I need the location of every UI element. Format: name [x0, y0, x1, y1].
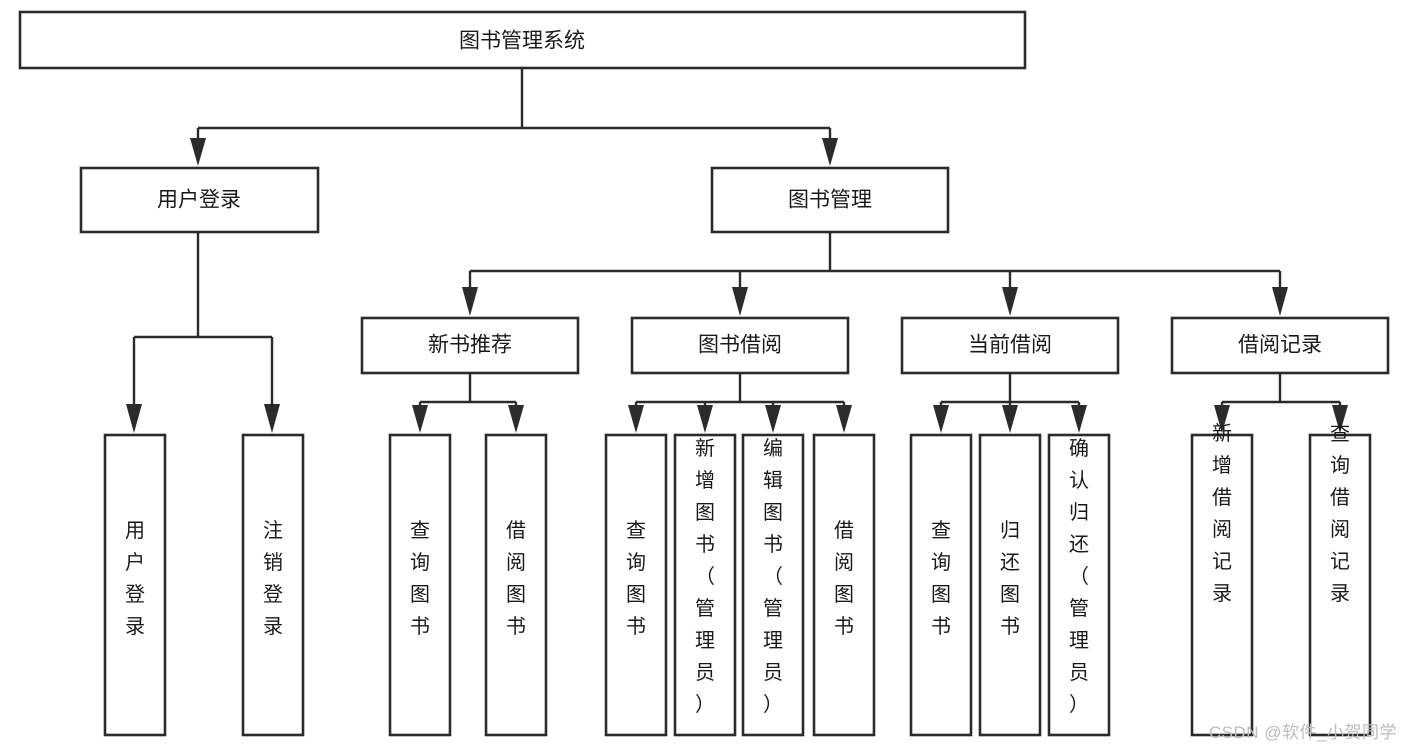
- arrowhead-book-mgmt: [822, 138, 838, 166]
- node-user-login-box[interactable]: [79, 166, 320, 234]
- leaf-node-bb-query-book-label: 查询图书: [626, 519, 646, 638]
- arrowhead-br-leaf-1: [1214, 405, 1230, 433]
- leaf-node-bb-edit-book-admin-box[interactable]: [741, 433, 805, 737]
- arrowhead-nb-leaf-2: [508, 405, 524, 433]
- leaf-node-bb-edit-book-admin[interactable]: 编辑图书（管理员）: [741, 433, 805, 737]
- arrowhead-book-borrow: [732, 287, 748, 316]
- leaf-node-bb-add-book-admin-label: 新增图书（管理员）: [695, 437, 715, 716]
- node-root-system-label: 图书管理系统: [459, 30, 585, 53]
- leaf-node-nb-borrow-book-label: 借阅图书: [506, 519, 526, 638]
- leaf-node-user-login-action-box[interactable]: [103, 433, 167, 737]
- leaf-node-cb-confirm-return-admin[interactable]: 确认归还（管理员）: [1047, 433, 1111, 737]
- leaf-node-bb-borrow-book-label: 借阅图书: [834, 519, 854, 638]
- arrowhead-leaf-logout: [264, 404, 280, 433]
- leaf-node-logout[interactable]: 注销登录: [241, 433, 305, 737]
- leaf-node-nb-borrow-book-box[interactable]: [484, 433, 548, 737]
- node-new-book-recommend[interactable]: 新书推荐: [360, 316, 580, 375]
- node-book-management-box[interactable]: [710, 166, 950, 234]
- node-new-book-recommend-box[interactable]: [360, 316, 580, 375]
- leaf-node-br-add-record-box[interactable]: [1190, 433, 1254, 737]
- leaf-node-user-login-action[interactable]: 用户登录: [103, 433, 167, 737]
- arrowhead-borrow-record: [1272, 287, 1288, 316]
- node-book-borrow[interactable]: 图书借阅: [630, 316, 850, 375]
- node-book-management[interactable]: 图书管理: [710, 166, 950, 234]
- node-new-book-recommend-label: 新书推荐: [428, 334, 512, 357]
- leaf-node-cb-query-book-box[interactable]: [909, 433, 973, 737]
- arrowhead-current-borrow: [1002, 287, 1018, 316]
- arrowhead-bb-leaf-4: [836, 405, 852, 433]
- node-current-borrow-label: 当前借阅: [968, 334, 1052, 357]
- leaf-node-cb-query-book-label: 查询图书: [931, 519, 951, 638]
- node-user-login-label: 用户登录: [157, 189, 241, 212]
- node-book-borrow-box[interactable]: [630, 316, 850, 375]
- node-borrow-record-box[interactable]: [1170, 316, 1390, 375]
- leaf-node-cb-return-book[interactable]: 归还图书: [978, 433, 1042, 737]
- leaf-node-nb-query-book[interactable]: 查询图书: [388, 433, 452, 737]
- leaf-node-bb-query-book-box[interactable]: [604, 433, 668, 737]
- node-borrow-record-label: 借阅记录: [1238, 334, 1322, 357]
- arrowhead-br-leaf-2: [1332, 405, 1348, 433]
- leaf-node-bb-borrow-book[interactable]: 借阅图书: [812, 433, 876, 737]
- arrowhead-user-login: [190, 138, 206, 166]
- leaf-node-cb-query-book[interactable]: 查询图书: [909, 433, 973, 737]
- node-user-login[interactable]: 用户登录: [79, 166, 320, 234]
- node-book-management-label: 图书管理: [788, 189, 872, 212]
- node-current-borrow[interactable]: 当前借阅: [900, 316, 1120, 375]
- leaf-node-user-login-action-label: 用户登录: [125, 520, 145, 638]
- node-current-borrow-box[interactable]: [900, 316, 1120, 375]
- arrowhead-bb-leaf-2: [697, 405, 713, 433]
- leaf-node-bb-edit-book-admin-label: 编辑图书（管理员）: [763, 437, 783, 716]
- leaf-node-cb-confirm-return-admin-label: 确认归还（管理员）: [1069, 437, 1089, 716]
- leaf-node-br-query-record[interactable]: 查询借阅记录: [1308, 422, 1372, 737]
- leaf-node-br-add-record[interactable]: 新增借阅记录: [1190, 422, 1254, 737]
- arrowhead-cb-leaf-3: [1071, 405, 1087, 433]
- node-book-borrow-label: 图书借阅: [698, 334, 782, 357]
- arrowhead-bb-leaf-3: [765, 405, 781, 433]
- leaf-node-logout-label: 注销登录: [263, 519, 283, 638]
- leaf-node-cb-confirm-return-admin-box[interactable]: [1047, 433, 1111, 737]
- leaf-node-cb-return-book-label: 归还图书: [1000, 519, 1020, 638]
- leaf-node-bb-borrow-book-box[interactable]: [812, 433, 876, 737]
- leaf-node-br-add-record-label: 新增借阅记录: [1212, 422, 1232, 605]
- leaf-node-nb-query-book-box[interactable]: [388, 433, 452, 737]
- node-root-system[interactable]: 图书管理系统: [18, 10, 1027, 70]
- arrowhead-new-book: [462, 287, 478, 316]
- connector-layer: [126, 68, 1348, 433]
- arrowhead-leaf-user-login: [126, 404, 142, 433]
- leaf-node-br-query-record-label: 查询借阅记录: [1330, 422, 1350, 605]
- leaf-node-br-query-record-box[interactable]: [1308, 433, 1372, 737]
- node-root-system-box[interactable]: [18, 10, 1027, 70]
- leaf-node-bb-add-book-admin-box[interactable]: [673, 433, 737, 737]
- node-borrow-record[interactable]: 借阅记录: [1170, 316, 1390, 375]
- leaf-node-bb-add-book-admin[interactable]: 新增图书（管理员）: [673, 433, 737, 737]
- arrowhead-bb-leaf-1: [628, 405, 644, 433]
- leaf-node-nb-query-book-label: 查询图书: [410, 519, 430, 638]
- leaf-node-logout-box[interactable]: [241, 433, 305, 737]
- arrowhead-cb-leaf-2: [1002, 405, 1018, 433]
- arrowhead-cb-leaf-1: [933, 405, 949, 433]
- leaf-node-nb-borrow-book[interactable]: 借阅图书: [484, 433, 548, 737]
- leaf-node-bb-query-book[interactable]: 查询图书: [604, 433, 668, 737]
- arrowhead-nb-leaf-1: [412, 405, 428, 433]
- leaf-node-cb-return-book-box[interactable]: [978, 433, 1042, 737]
